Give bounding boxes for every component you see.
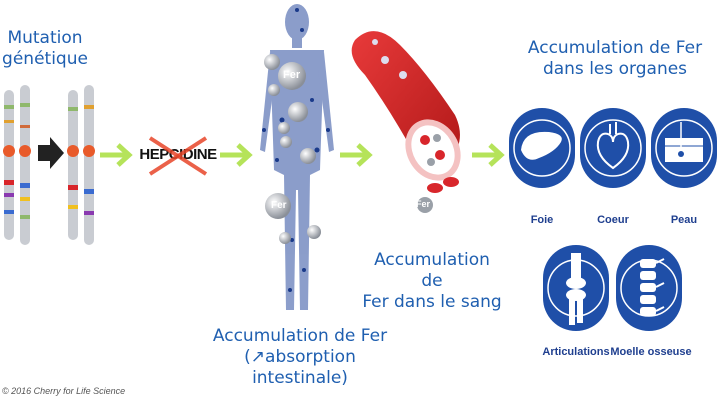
copyright-text: © 2016 Cherry for Life Science [2, 386, 126, 396]
iron-bubbles-body [264, 54, 321, 244]
blood-vessel-illustration [351, 31, 461, 213]
organ-label-bone-marrow: Moelle osseuse [610, 346, 692, 358]
chromosome-pair-left [3, 85, 31, 245]
organ-label-liver: Foie [530, 214, 554, 226]
liver-icon [509, 108, 575, 188]
green-arrow-3 [340, 143, 373, 167]
green-arrow-2 [220, 143, 253, 167]
organ-label-skin: Peau [670, 214, 698, 226]
joint-icon [543, 245, 609, 331]
mutation-arrow [38, 137, 64, 169]
blood-title: Accumulation de Fer dans le sang [362, 250, 502, 313]
organs-title-line2: dans les organes [542, 59, 688, 79]
green-arrow-4 [472, 143, 505, 167]
organ-label-heart: Coeur [597, 214, 629, 226]
intestinal-title-line2: (↗absorption intestinale) [244, 347, 356, 388]
intestinal-title-line1: Accumulation de Fer [212, 326, 388, 346]
chromosome-pair-right [67, 85, 95, 245]
iron-label-blood: Fer [416, 199, 431, 209]
cross-out-icon [148, 136, 208, 176]
blood-title-line2: Fer dans le sang [362, 292, 502, 312]
iron-label-body-lower: Fer [271, 200, 287, 211]
spine-icon [616, 245, 682, 331]
chromosome-illustration [3, 85, 95, 245]
heart-icon [580, 108, 646, 188]
iron-label-body-large: Fer [283, 69, 301, 81]
organs-title: Accumulation de Fer dans les organes [520, 38, 710, 80]
organ-label-joints: Articulations [542, 346, 610, 358]
organs-title-line1: Accumulation de Fer [527, 38, 703, 58]
blood-title-line1: Accumulation de [374, 250, 490, 291]
hepcidine-block: HEPCIDINE [138, 136, 218, 176]
green-arrow-1 [100, 143, 133, 167]
intestinal-title: Accumulation de Fer (↗absorption intesti… [195, 326, 405, 389]
skin-icon [651, 108, 717, 188]
mutation-title: Mutation génétique [0, 28, 90, 70]
mutation-title-line1: Mutation [7, 28, 83, 48]
mutation-title-line2: génétique [2, 49, 88, 69]
